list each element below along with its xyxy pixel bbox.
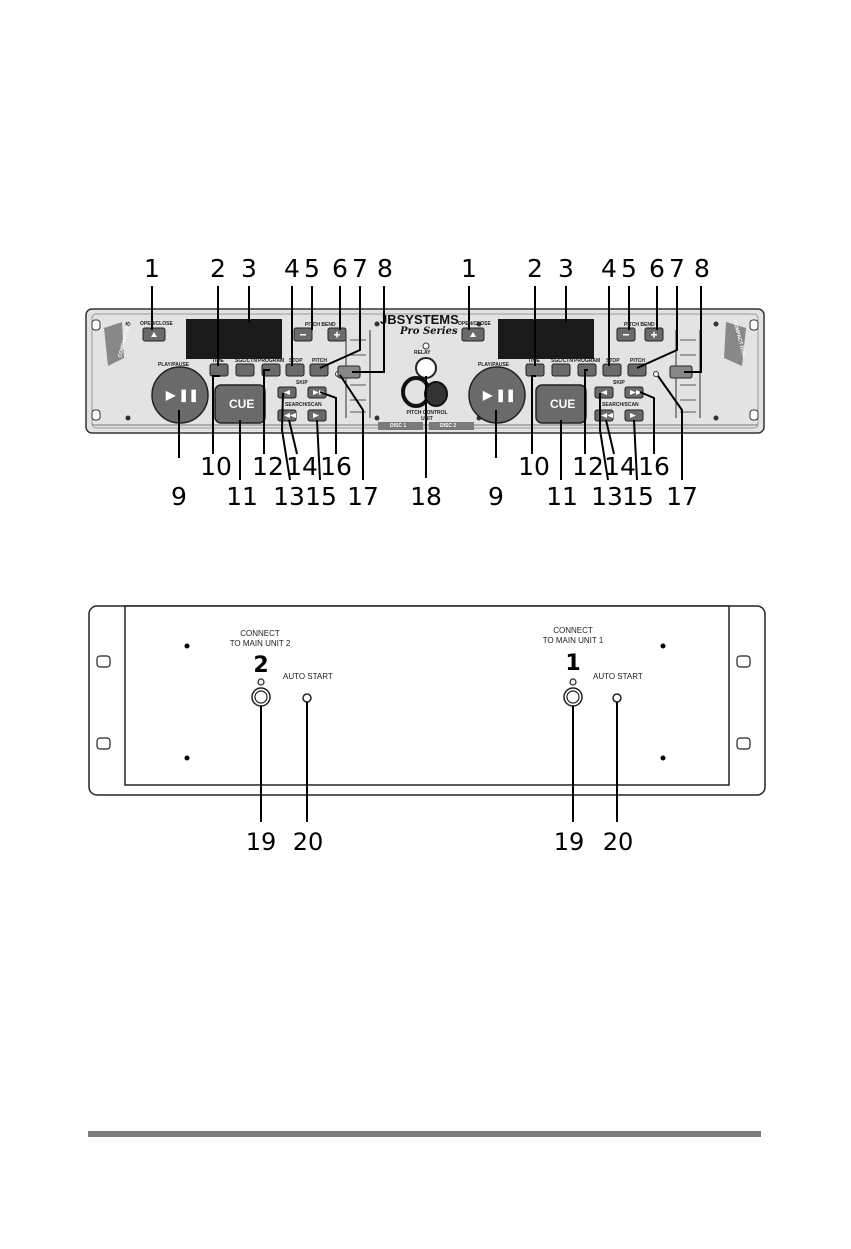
stop-button-right[interactable]: [602, 363, 622, 377]
cue-label-left: CUE: [229, 397, 255, 411]
callout-7: 7: [669, 254, 685, 283]
callout-20: 20: [602, 828, 634, 856]
pitch-label-left: PITCH: [312, 358, 327, 364]
callout-13: 13: [591, 482, 623, 511]
callout-9: 9: [171, 482, 187, 511]
stop-label-right: STOP: [606, 358, 620, 364]
auto-start-jack-left[interactable]: [302, 693, 312, 703]
series-label: Pro Series: [400, 326, 458, 337]
unit-number-1: 1: [565, 651, 581, 676]
disc2-label: DISC 2: [440, 423, 457, 429]
callout-12: 12: [572, 452, 604, 481]
skip-label-left: SKIP: [296, 380, 308, 386]
program-label-left: PROGRAM: [258, 358, 285, 364]
relay-button[interactable]: [415, 357, 437, 379]
callout-13: 13: [273, 482, 305, 511]
disc1-label: DISC 1: [390, 423, 407, 429]
eject-icon: [470, 332, 476, 337]
brand-logo: JBSYSTEMS: [380, 312, 459, 327]
sgl-ctn-button-left[interactable]: [235, 363, 255, 377]
deck-left: [142, 319, 371, 424]
connect-label-unit-2: CONNECT TO MAIN UNIT 2: [229, 629, 291, 648]
callout-10: 10: [518, 452, 550, 481]
callout-11: 11: [226, 482, 258, 511]
callout-3: 3: [241, 254, 257, 283]
center-section: [378, 342, 474, 430]
rear-panel-body: [124, 605, 730, 786]
callout-14: 14: [604, 452, 636, 481]
led-right: [653, 371, 659, 377]
sgl-ctn-button-right[interactable]: [551, 363, 571, 377]
callout-15: 15: [622, 482, 654, 511]
cue-label-right: CUE: [550, 397, 576, 411]
time-label-left: TIME: [212, 358, 224, 364]
compact-disc-logo-right: [724, 322, 746, 366]
relay-label: RELAY: [414, 350, 431, 356]
callout-19: 19: [245, 828, 277, 856]
auto-start-jack-right[interactable]: [612, 693, 622, 703]
callout-8: 8: [377, 254, 393, 283]
search-label-right: SEARCH/SCAN: [602, 402, 639, 408]
callout-leaders: [151, 286, 702, 481]
front-panel-drawing: [85, 286, 765, 481]
callout-14: 14: [286, 452, 318, 481]
open-close-label-right: OPEN/CLOSE: [458, 321, 491, 327]
callout-2: 2: [210, 254, 226, 283]
footer-rule: [88, 1131, 761, 1137]
callout-12: 12: [252, 452, 284, 481]
callout-19: 19: [553, 828, 585, 856]
callout-4: 4: [284, 254, 300, 283]
unit-number-2: 2: [253, 653, 269, 678]
stop-button-left[interactable]: [285, 363, 305, 377]
callout-1: 1: [144, 254, 160, 283]
connect-label-unit-1: CONNECT TO MAIN UNIT 1: [542, 626, 604, 645]
play-pause-icon: ▶ ❚❚: [166, 388, 199, 402]
auto-start-label-left: AUTO START: [283, 672, 333, 681]
pitch-bend-label-left: PITCH BEND: [305, 322, 336, 328]
display-left: [186, 319, 282, 359]
pitch-label-right: PITCH: [630, 358, 645, 364]
sgl-ctn-label-left: SGL/CTN: [235, 358, 257, 364]
deck-right: [461, 319, 701, 424]
play-pause-label-right: PLAY/PAUSE: [478, 362, 510, 368]
callout-3: 3: [558, 254, 574, 283]
rear-panel-drawing: [88, 605, 766, 822]
callout-11: 11: [546, 482, 578, 511]
callout-16: 16: [320, 452, 352, 481]
program-button-left[interactable]: [261, 363, 281, 377]
callout-16: 16: [638, 452, 670, 481]
sgl-ctn-label-right: SGL/CTN: [551, 358, 573, 364]
callout-8: 8: [694, 254, 710, 283]
callout-15: 15: [305, 482, 337, 511]
eject-icon: [151, 332, 157, 337]
display-right: [498, 319, 594, 359]
callout-1: 1: [461, 254, 477, 283]
pitch-control-unit-label: PITCH CONTROL UNIT: [406, 410, 448, 422]
callout-5: 5: [621, 254, 637, 283]
callout-4: 4: [601, 254, 617, 283]
callout-2: 2: [527, 254, 543, 283]
callout-10: 10: [200, 452, 232, 481]
pitch-bend-label-right: PITCH BEND: [624, 322, 655, 328]
time-label-right: TIME: [528, 358, 540, 364]
skip-label-right: SKIP: [613, 380, 625, 386]
play-pause-icon: ▶ ❚❚: [483, 388, 516, 402]
callout-20: 20: [292, 828, 324, 856]
callout-9: 9: [488, 482, 504, 511]
callout-5: 5: [304, 254, 320, 283]
callout-17: 17: [347, 482, 379, 511]
search-label-left: SEARCH/SCAN: [285, 402, 322, 408]
compact-disc-logo-left: [104, 322, 124, 366]
callout-6: 6: [649, 254, 665, 283]
callout-17: 17: [666, 482, 698, 511]
stop-label-left: STOP: [289, 358, 303, 364]
callout-18: 18: [410, 482, 442, 511]
play-pause-label-left: PLAY/PAUSE: [158, 362, 190, 368]
program-label-right: PROGRAM: [574, 358, 601, 364]
callout-6: 6: [332, 254, 348, 283]
auto-start-label-right: AUTO START: [593, 672, 643, 681]
callout-7: 7: [352, 254, 368, 283]
open-close-label-left: OPEN/CLOSE: [140, 321, 173, 327]
